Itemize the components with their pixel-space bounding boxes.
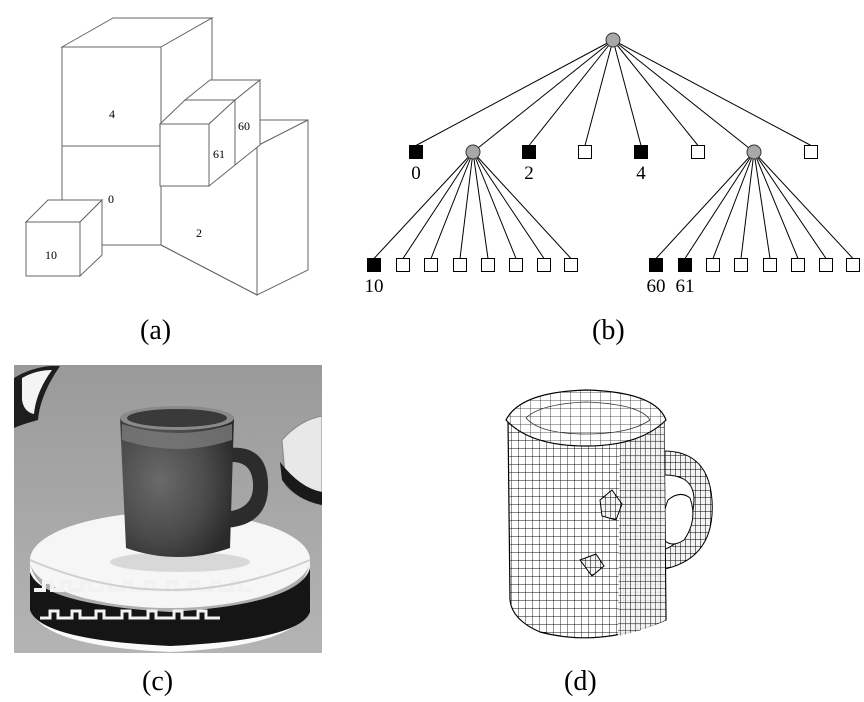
octree-level1-node-3 bbox=[578, 145, 592, 159]
edge-1-4 bbox=[472, 151, 489, 259]
octree-label-4: 4 bbox=[636, 163, 646, 184]
octree-label-10: 10 bbox=[365, 276, 384, 297]
edge-root-0 bbox=[415, 39, 614, 146]
edge-root-3 bbox=[584, 39, 614, 146]
edge-root-2 bbox=[528, 39, 614, 146]
caption-a: (a) bbox=[140, 315, 171, 346]
edge-1-5 bbox=[472, 151, 517, 259]
panel-c-mug-photo bbox=[14, 365, 322, 653]
edge-1-7 bbox=[472, 151, 572, 259]
octree-level2-node-6-2 bbox=[706, 258, 720, 272]
octree-level2-node-6-0 bbox=[649, 258, 663, 272]
cube-label-61: 61 bbox=[213, 147, 225, 161]
octree-level2-node-1-2 bbox=[424, 258, 438, 272]
octree-level2-node-1-6 bbox=[537, 258, 551, 272]
octree-level2-node-6-3 bbox=[734, 258, 748, 272]
octree-level1-node-5 bbox=[691, 145, 705, 159]
octree-level2-node-1-3 bbox=[453, 258, 467, 272]
octree-level1-node-2 bbox=[522, 145, 536, 159]
octree-level2-node-6-6 bbox=[819, 258, 833, 272]
panel-a-cube-decomposition: 4 0 2 10 60 61 bbox=[24, 17, 309, 296]
edge-6-0 bbox=[655, 151, 755, 259]
octree-level1-node-1 bbox=[465, 144, 481, 160]
caption-c: (c) bbox=[142, 666, 173, 697]
octree-label-0: 0 bbox=[411, 163, 421, 184]
edge-6-7 bbox=[753, 151, 854, 259]
octree-level2-node-6-1 bbox=[678, 258, 692, 272]
caption-d: (d) bbox=[564, 666, 597, 697]
octree-level2-node-1-5 bbox=[509, 258, 523, 272]
edge-6-2 bbox=[712, 151, 755, 259]
octree-level1-node-4 bbox=[634, 145, 648, 159]
octree-level2-node-6-4 bbox=[763, 258, 777, 272]
octree-level2-node-1-0 bbox=[367, 258, 381, 272]
octree-level1-node-6 bbox=[746, 144, 762, 160]
cube-61 bbox=[158, 98, 237, 188]
octree-level2-node-1-7 bbox=[564, 258, 578, 272]
octree-label-2: 2 bbox=[524, 163, 534, 184]
octree-level2-node-6-5 bbox=[791, 258, 805, 272]
edge-6-4 bbox=[753, 151, 771, 259]
edge-1-0 bbox=[373, 151, 474, 259]
octree-level1-node-0 bbox=[409, 145, 423, 159]
edge-1-2 bbox=[430, 151, 474, 259]
cube-label-10: 10 bbox=[45, 248, 57, 262]
cube-label-2: 2 bbox=[196, 226, 202, 240]
edge-root-4 bbox=[612, 39, 642, 146]
edge-6-3 bbox=[740, 151, 755, 259]
cube-label-60: 60 bbox=[238, 119, 250, 133]
cube-label-4: 4 bbox=[109, 107, 115, 121]
edge-root-6 bbox=[612, 39, 755, 153]
octree-level2-node-6-7 bbox=[846, 258, 860, 272]
edge-root-1 bbox=[472, 39, 614, 153]
octree-level2-node-1-4 bbox=[481, 258, 495, 272]
edge-1-1 bbox=[402, 151, 474, 259]
edge-root-7 bbox=[612, 39, 812, 146]
octree-root-node bbox=[605, 32, 621, 48]
panel-b-octree: 0 2 4 10 60 61 bbox=[365, 32, 860, 297]
cube-10 bbox=[24, 198, 104, 278]
octree-level1-node-7 bbox=[804, 145, 818, 159]
edge-6-5 bbox=[753, 151, 799, 259]
edge-root-5 bbox=[612, 39, 699, 146]
panel-d-voxel-mug bbox=[505, 389, 713, 639]
cube-label-0: 0 bbox=[108, 192, 114, 206]
octree-label-61: 61 bbox=[676, 276, 695, 297]
edge-6-6 bbox=[753, 151, 827, 259]
caption-b: (b) bbox=[592, 315, 625, 346]
edge-1-6 bbox=[472, 151, 545, 259]
octree-label-60: 60 bbox=[647, 276, 666, 297]
edge-6-1 bbox=[684, 151, 755, 259]
octree-level2-node-1-1 bbox=[396, 258, 410, 272]
edge-1-3 bbox=[459, 151, 474, 259]
